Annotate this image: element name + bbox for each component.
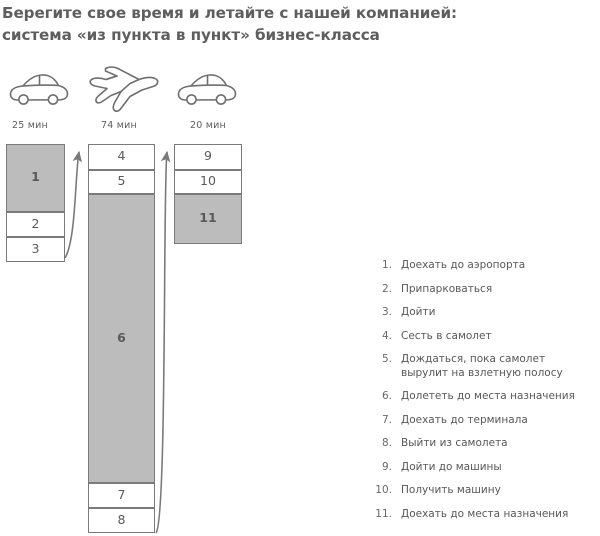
block-number: 2 xyxy=(31,215,40,231)
legend-item: 6. Долететь до места назначения xyxy=(368,389,594,403)
block-number: 5 xyxy=(117,173,126,189)
block-number: 6 xyxy=(117,329,126,345)
legend-item: 7. Доехать до терминала xyxy=(368,413,594,427)
legend-item: 5. Дождаться, пока самолет вырулит на вз… xyxy=(368,352,594,380)
process-block-6[interactable]: 6 xyxy=(88,194,155,483)
process-block-11[interactable]: 11 xyxy=(174,194,242,244)
legend-item: 3. Дойти xyxy=(368,305,594,319)
duration-label-leg-2: 74 мин xyxy=(101,120,137,131)
process-block-1[interactable]: 1 xyxy=(6,144,65,212)
car-icon xyxy=(176,66,238,112)
process-block-7[interactable]: 7 xyxy=(88,483,155,508)
block-number: 7 xyxy=(117,486,126,502)
process-block-10[interactable]: 10 xyxy=(174,170,242,194)
legend-list: 1. Доехать до аэропорта 2. Припарковатьс… xyxy=(368,258,594,530)
block-number: 9 xyxy=(204,148,212,164)
page-title-line-2: система «из пункта в пункт» бизнес-класс… xyxy=(2,26,380,44)
block-number: 3 xyxy=(31,240,40,256)
legend-item-number: 8. xyxy=(381,437,392,449)
process-block-4[interactable]: 4 xyxy=(88,144,155,170)
legend-item: 2. Припарковаться xyxy=(368,282,594,296)
legend-item-label: Получить машину xyxy=(401,484,501,496)
legend-item-number: 6. xyxy=(381,390,392,402)
page-title: Берегите свое время и летайте с нашей ко… xyxy=(2,2,562,46)
legend-item-number: 10. xyxy=(375,484,392,496)
legend-item-number: 11. xyxy=(375,507,392,520)
legend-item-label: Сесть в самолет xyxy=(401,329,492,342)
legend-item-label: Доехать до места назначения xyxy=(401,507,569,520)
legend-item-number: 7. xyxy=(381,413,392,426)
legend-item: 1. Доехать до аэропорта xyxy=(368,258,594,272)
block-number: 11 xyxy=(199,210,217,226)
legend-item-number: 9. xyxy=(381,460,392,473)
legend-item: 11. Доехать до места назначения xyxy=(368,507,594,521)
legend-item: 4. Сесть в самолет xyxy=(368,329,594,343)
legend-item: 8. Выйти из самолета xyxy=(368,436,594,450)
process-block-2[interactable]: 2 xyxy=(6,212,65,237)
legend-item-label: Припарковаться xyxy=(401,282,493,295)
block-number: 1 xyxy=(31,169,40,185)
legend-item-number: 2. xyxy=(381,282,392,295)
block-number: 8 xyxy=(117,511,126,527)
duration-label-leg-1: 25 мин xyxy=(12,120,48,131)
legend-item: 9. Дойти до машины xyxy=(368,460,594,474)
process-block-8[interactable]: 8 xyxy=(88,508,155,533)
legend-item-label: Дойти до машины xyxy=(401,460,502,473)
connector-arrow-2 xyxy=(155,150,171,534)
legend-item-number: 5. xyxy=(381,353,392,365)
legend-item-number: 3. xyxy=(381,306,392,318)
page-title-line-1: Берегите свое время и летайте с нашей ко… xyxy=(2,4,457,22)
legend-item-label: Дойти xyxy=(401,306,436,318)
legend-item: 10. Получить машину xyxy=(368,483,594,497)
process-block-9[interactable]: 9 xyxy=(174,144,242,170)
legend-item-label: Доехать до аэропорта xyxy=(401,259,526,271)
legend-item-number: 1. xyxy=(381,259,392,271)
block-number: 10 xyxy=(200,173,216,189)
legend-item-label: Выйти из самолета xyxy=(401,437,508,449)
airplane-icon xyxy=(87,62,161,114)
block-number: 4 xyxy=(117,148,126,164)
legend-item-label: Дождаться, пока самолет вырулит на взлет… xyxy=(401,353,563,379)
connector-arrow-1 xyxy=(64,150,83,259)
car-icon xyxy=(8,66,70,112)
legend-item-label: Долететь до места назначения xyxy=(401,390,575,402)
legend-item-number: 4. xyxy=(381,329,392,342)
legend-item-label: Доехать до терминала xyxy=(401,413,528,426)
process-block-3[interactable]: 3 xyxy=(6,237,65,262)
process-block-5[interactable]: 5 xyxy=(88,170,155,194)
duration-label-leg-3: 20 мин xyxy=(190,120,226,131)
